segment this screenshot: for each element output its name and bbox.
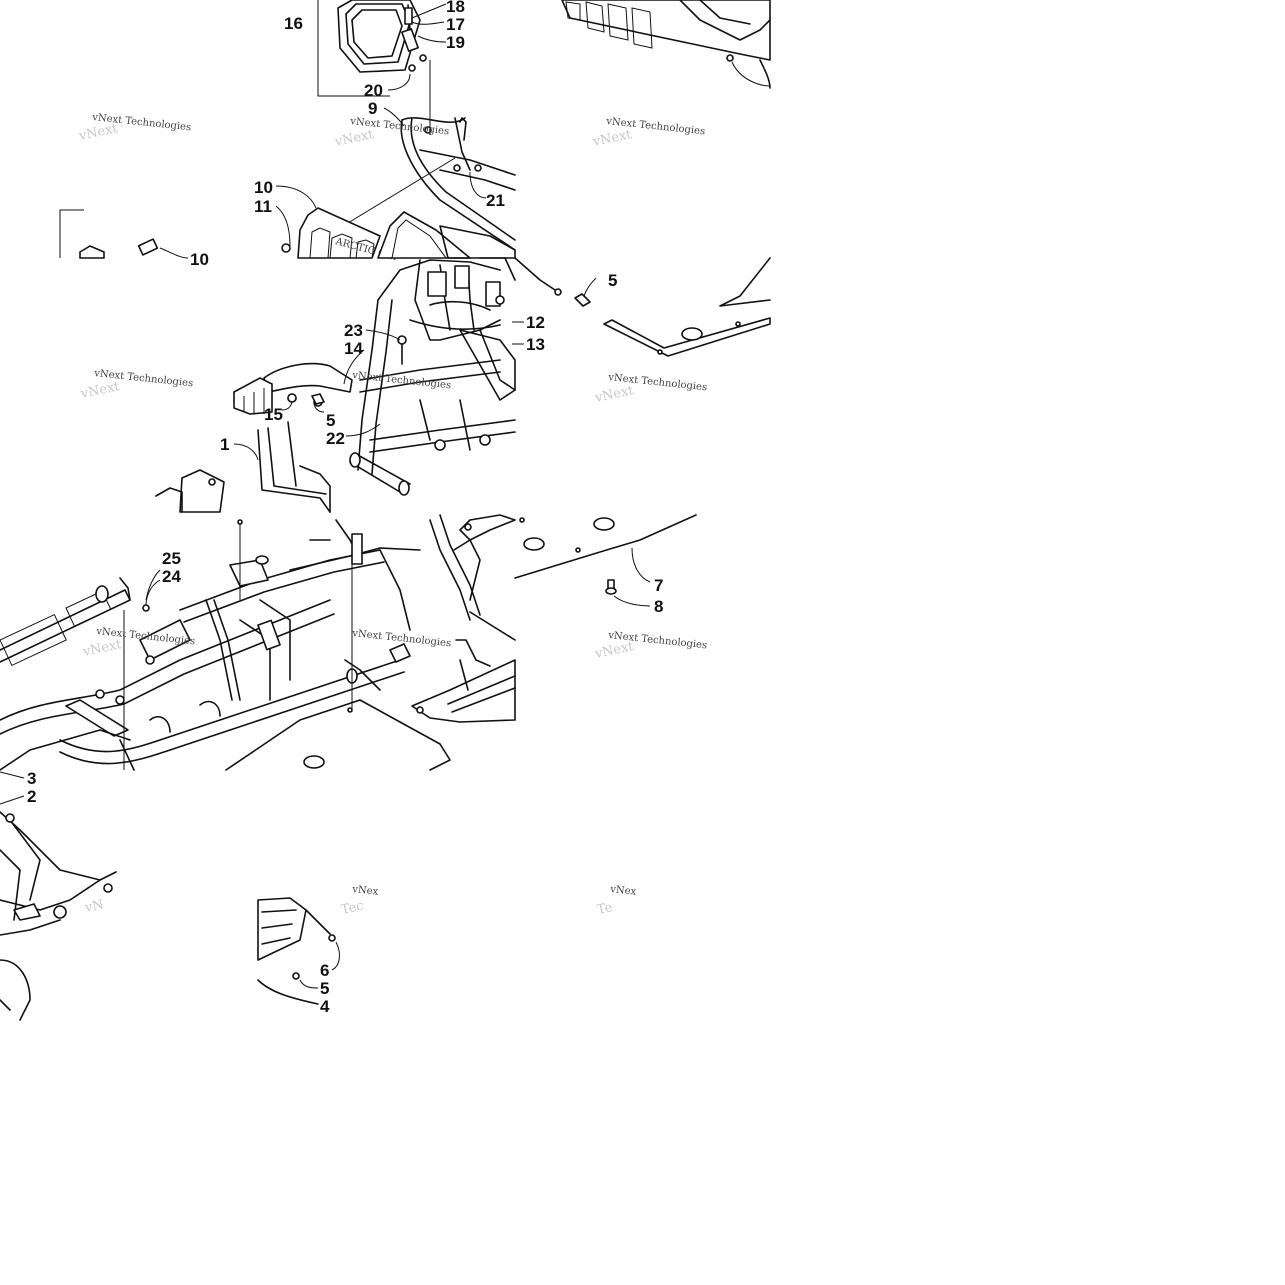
svg-text:Te: Te [596,900,614,918]
svg-text:vN: vN [83,897,105,916]
callout-21: 21 [486,191,505,210]
hardware-bolts [142,126,432,612]
bolt-23 [397,335,407,365]
front-fender-section [377,211,516,259]
callout-10: 10 [254,178,273,197]
svg-text:Tec: Tec [340,899,365,918]
left-bumper-guard [155,421,331,513]
headlight-bracket-lines [317,0,431,135]
callout-25: 25 [162,549,181,568]
callout-22: 22 [326,429,345,448]
callout-12: 12 [526,313,545,332]
callout-7: 7 [654,576,663,595]
skid-plate-right [514,257,771,357]
callout-2: 2 [27,787,36,806]
side-panel-grille [561,0,771,89]
front-fender-bracket [233,362,353,415]
callout-5-top: 5 [608,271,617,290]
footrest-right [411,611,516,723]
callout-5-mid: 5 [326,411,335,430]
svg-text:vNext: vNext [79,379,122,402]
callout-18: 18 [446,0,465,16]
callout-14: 14 [344,339,363,358]
footrest-left [257,897,340,1005]
callout-1: 1 [220,435,229,454]
left-light-parts [59,209,189,259]
callout-6: 6 [320,961,329,980]
callout-5-bottom: 5 [320,979,329,998]
skid-plate-center [123,519,451,771]
callout-20: 20 [364,81,383,100]
callout-23: 23 [344,321,363,340]
callout-16: 16 [284,14,303,33]
callout-10-partial: 10 [190,250,209,269]
svg-text:vNext: vNext [591,127,634,150]
callout-24: 24 [162,567,181,586]
rear-rack-frame [0,811,117,1021]
callout-13: 13 [526,335,545,354]
callout-leaders [0,3,597,805]
callout-17: 17 [446,15,465,34]
callout-4: 4 [320,997,330,1016]
callout-11: 11 [254,197,272,216]
callout-9: 9 [368,99,377,118]
svg-text:vNext: vNext [593,383,636,406]
watermark-11-partial: vNex [609,884,637,898]
main-frame-rear [0,514,516,771]
callout-3: 3 [27,769,36,788]
callout-15: 15 [264,405,283,424]
watermark-10-partial: vNex [351,884,379,898]
svg-text:vNext: vNext [81,637,124,660]
callout-8: 8 [654,597,663,616]
skid-plate-rear-right [514,514,697,607]
callout-labels: 18 17 19 16 20 9 10 11 21 10 5 12 13 23 … [27,0,663,1016]
main-frame-front [349,257,516,496]
callout-19: 19 [446,33,465,52]
headlight-assembly [337,0,427,73]
svg-text:vNext: vNext [333,127,376,150]
